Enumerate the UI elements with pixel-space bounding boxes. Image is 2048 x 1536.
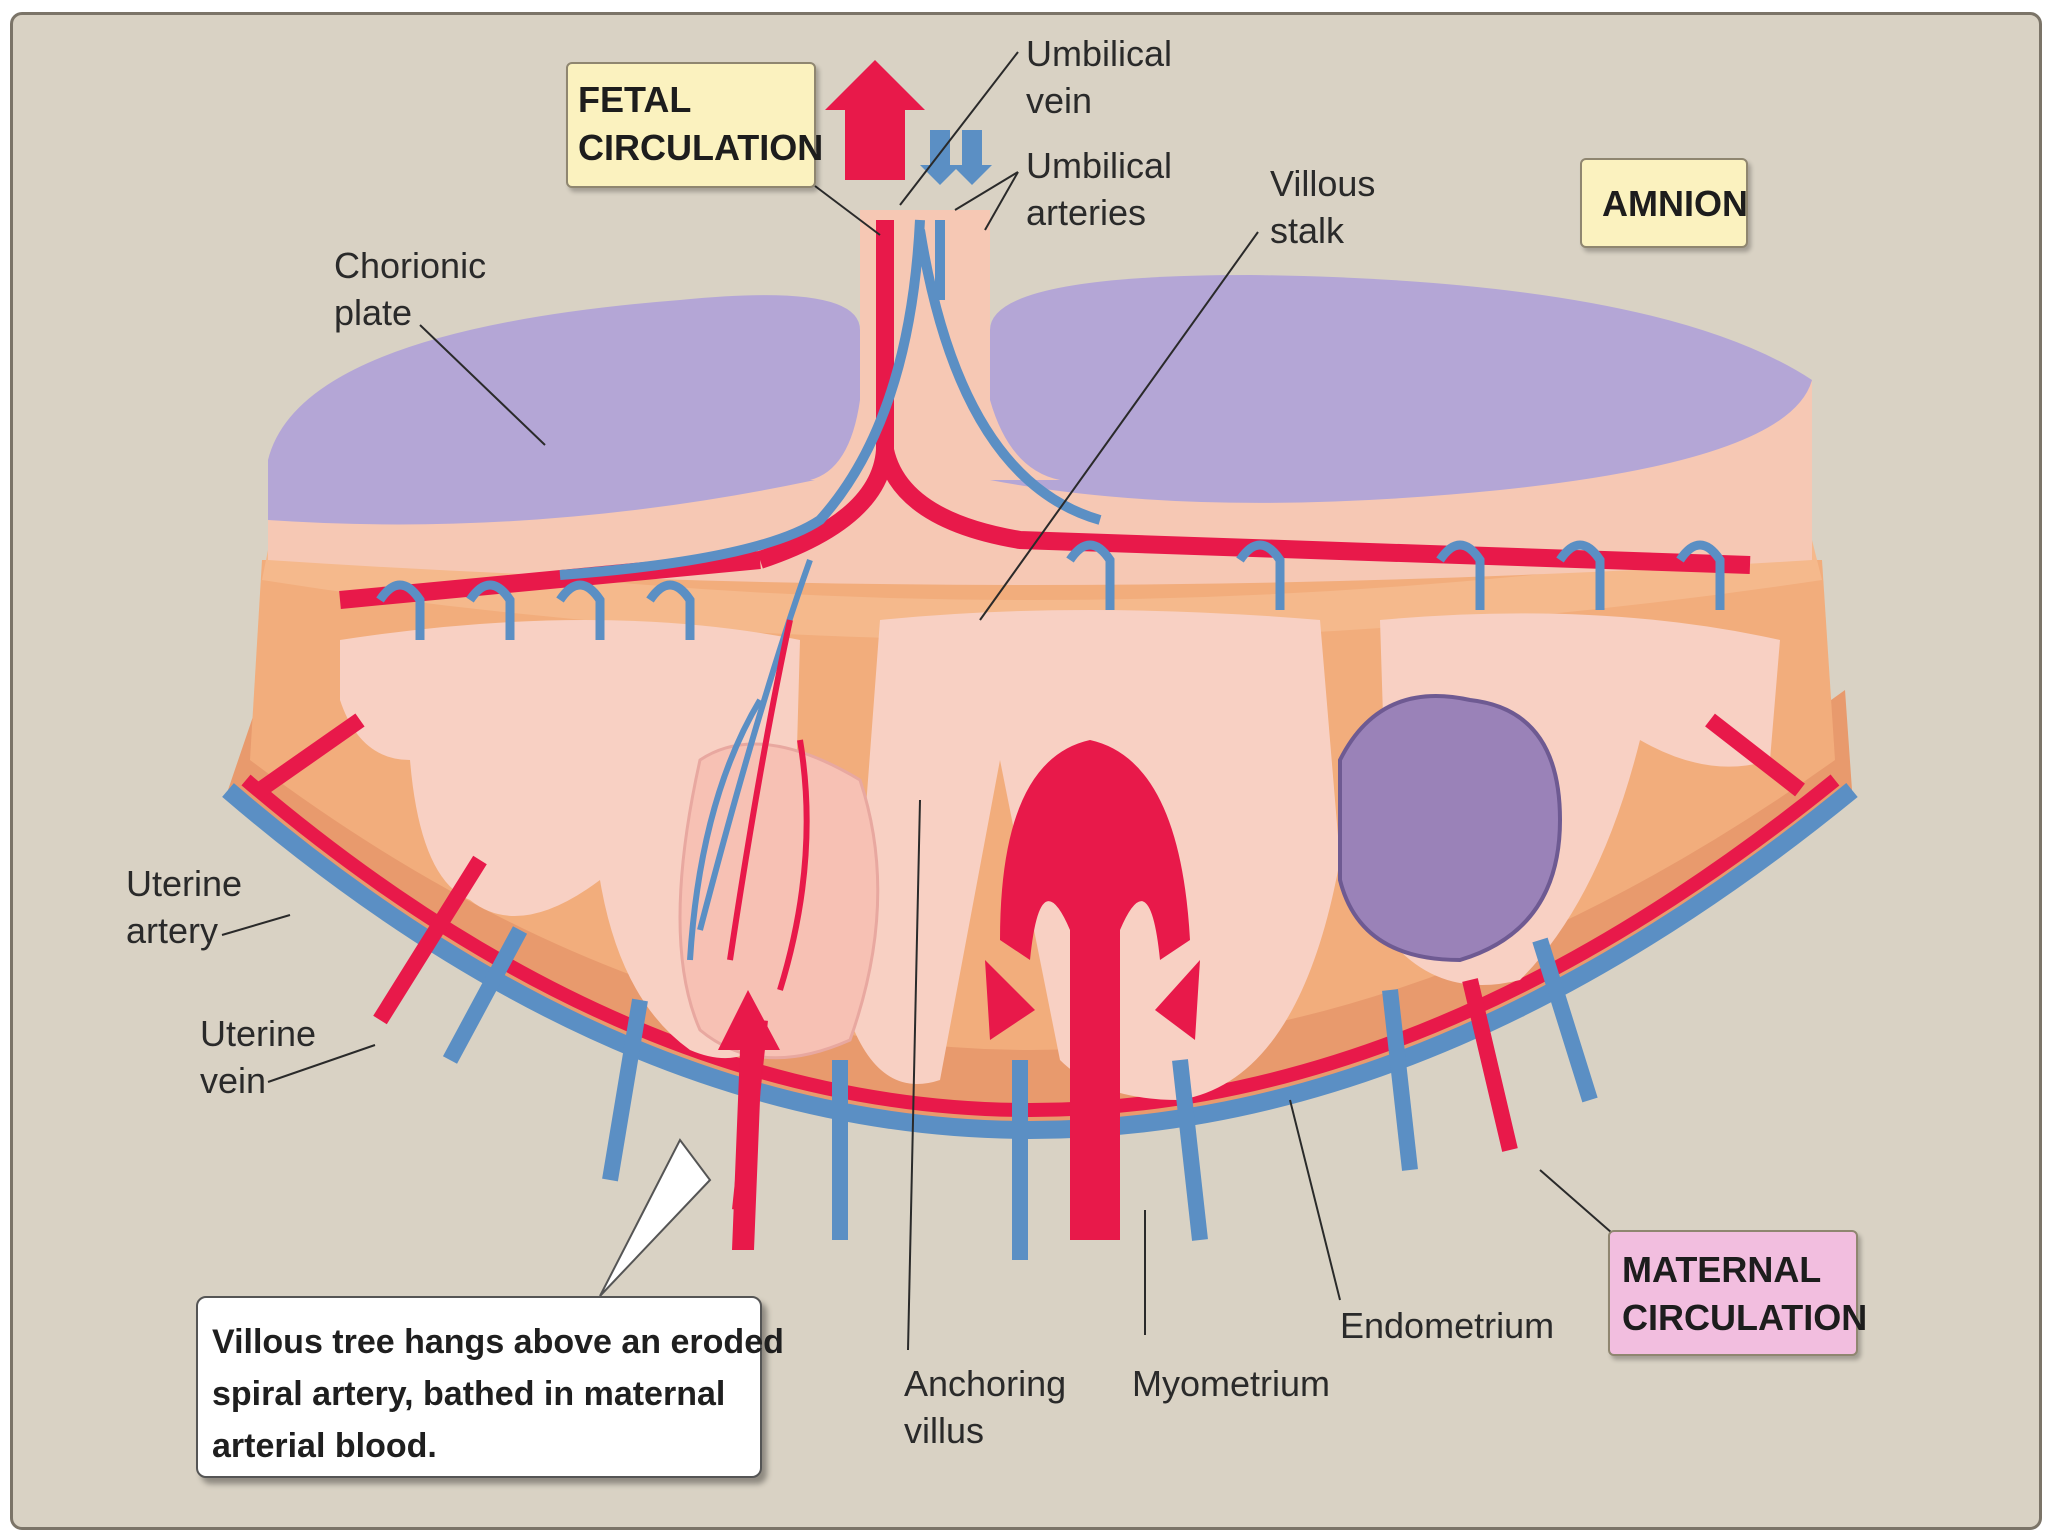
tag-line: CIRCULATION [578, 127, 824, 168]
tag-line: FETAL [578, 79, 692, 120]
label-line: Umbilical [1026, 33, 1173, 74]
label-line: Myometrium [1132, 1363, 1331, 1404]
label-line: Uterine [126, 863, 243, 904]
uterine-artery-label: Uterine artery [126, 860, 242, 954]
villous-tree-callout: Villous tree hangs above an eroded spira… [196, 1296, 784, 1478]
fetal-outflow-arrow [825, 60, 925, 180]
callout-pointer [599, 1138, 712, 1297]
chorionic-plate [268, 295, 860, 525]
uterine-vein-vessel [222, 783, 1858, 1139]
amnion-surface [990, 275, 1812, 503]
label-line: villus [904, 1410, 985, 1451]
spiral-artery-arrow [718, 990, 780, 1250]
label-line: Chorionic [334, 245, 487, 286]
myometrium-label: Myometrium [1132, 1360, 1330, 1407]
umbilical-vein-label: Umbilical vein [1026, 30, 1172, 124]
label-line: Umbilical [1026, 145, 1173, 186]
label-line: plate [334, 292, 413, 333]
terminal-villi [376, 540, 1725, 640]
label-line: vein [1026, 80, 1093, 121]
chorionic-plate-label: Chorionic plate [334, 242, 486, 336]
fetal-circulation-tag: FETAL CIRCULATION [566, 62, 824, 188]
tag-line: CIRCULATION [1622, 1297, 1868, 1338]
amnion-tag: AMNION [1580, 158, 1748, 248]
callout-line: arterial blood. [212, 1427, 437, 1465]
anchoring-villus-label: Anchoring villus [904, 1360, 1066, 1454]
umbilical-inflow-arrows [920, 130, 992, 185]
uterine-vein-label: Uterine vein [200, 1010, 316, 1104]
villous-stalk-label: Villous stalk [1270, 160, 1375, 254]
callout-line: spiral artery, bathed in maternal [212, 1375, 726, 1413]
tag-line: MATERNAL [1622, 1249, 1822, 1290]
maternal-spiral-vessels [255, 713, 1805, 1260]
label-line: Anchoring [904, 1363, 1067, 1404]
label-line: stalk [1270, 210, 1345, 251]
callout-line: Villous tree hangs above an eroded [212, 1323, 784, 1361]
leader-lines [221, 51, 1621, 1351]
umbilical-arteries-label: Umbilical arteries [1026, 142, 1172, 236]
tag-line: AMNION [1602, 183, 1748, 224]
umbilical-cord [810, 210, 1060, 480]
label-line: arteries [1026, 192, 1147, 233]
label-line: Uterine [200, 1013, 317, 1054]
spiral-artery-jet [1000, 740, 1190, 1240]
label-line: vein [200, 1060, 267, 1101]
label-line: artery [126, 910, 219, 951]
uterine-artery-vessel [241, 774, 1840, 1117]
villous-clump [1338, 694, 1563, 963]
label-line: Endometrium [1340, 1305, 1555, 1346]
maternal-circulation-tag: MATERNAL CIRCULATION [1608, 1230, 1868, 1356]
label-line: Villous [1270, 163, 1376, 204]
endometrium-label: Endometrium [1340, 1302, 1554, 1349]
